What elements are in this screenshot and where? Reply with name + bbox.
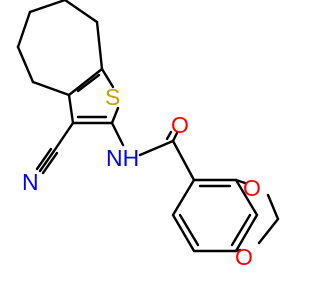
bond-carbonyl-o-2 [165,130,173,141]
molecule-canvas: S O NH N O O [16,0,280,270]
bond-dioxole-c-o-upper [234,178,247,185]
bond-c2-nh [110,121,125,147]
bond-nitrile-triple-1 [38,149,56,173]
bond-c7ring-1 [31,80,71,97]
sulfur-atom: S [105,84,120,110]
bond-c7ring-2 [16,45,35,84]
dioxole-upper-oxygen-atom: O [243,175,261,201]
bond-carbonyl-o-1 [171,131,179,143]
bond-benzene-3-inner [230,213,252,247]
bond-thiophene-s-c7a [100,67,115,89]
amide-oxygen-atom: O [171,112,189,138]
bond-benzene-3 [234,213,259,253]
bond-thiophene-c2-s [110,106,120,125]
bond-c7ring-6 [95,20,104,71]
bond-nitrile-triple-3 [41,151,59,175]
bond-benzene-5 [171,213,196,253]
bond-dioxole-o-ch2-upper [266,193,280,221]
nitrile-nitrogen-atom: N [22,169,39,195]
dioxole-lower-oxygen-atom: O [235,244,253,270]
bond-thiophene-fused [67,67,104,97]
bond-nh-carbonyl [138,139,175,157]
molecule-structure: S O NH N O O [16,0,280,270]
bond-benzene-5-inner [178,213,200,247]
bond-dioxole-o-c-lower [234,248,242,253]
bond-c7ring-3 [16,10,32,49]
bond-benzene-2 [234,178,259,217]
bond-nitrile-triple-2 [35,147,53,171]
amide-nh-group: NH [106,145,139,171]
bond-thiophene-fused-inner [76,73,101,93]
bond-c3-cn [52,121,75,153]
bond-carbonyl-aryl [171,139,196,182]
bond-dioxole-ch2-o-lower [257,217,280,245]
bond-c7ring-5 [63,0,99,24]
bond-benzene-6 [171,178,196,217]
bond-c7ring-4 [28,0,67,14]
bond-thiophene-c3-c3a [67,93,75,125]
